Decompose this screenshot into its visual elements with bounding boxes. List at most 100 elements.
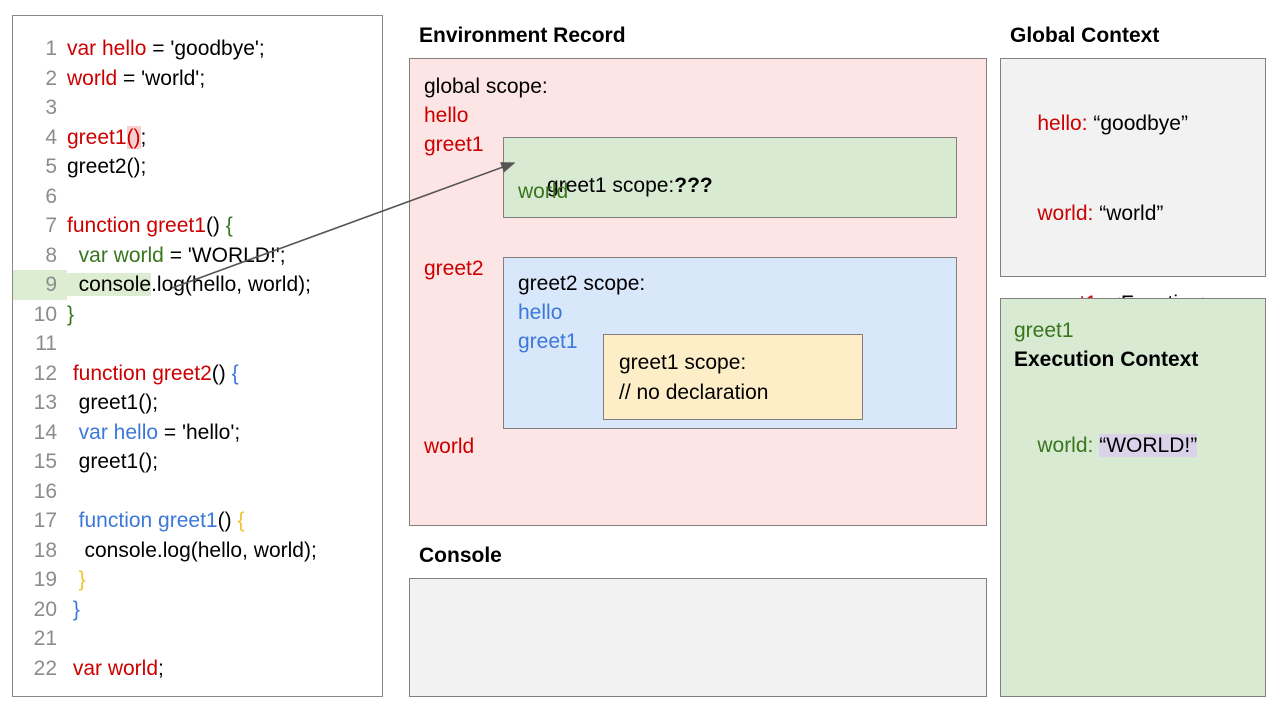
code-line[interactable]: 16	[13, 477, 382, 507]
code-line-number: 9	[13, 270, 67, 300]
code-line-number: 2	[45, 66, 57, 90]
code-line-number: 8	[45, 243, 57, 267]
greet1-scope-title-text: greet1 scope:	[547, 174, 675, 197]
code-line-number: 14	[33, 420, 57, 444]
code-line[interactable]: 1 var hello = 'goodbye';	[13, 34, 382, 64]
code-line-number: 20	[33, 597, 57, 621]
greet1-inner-scope-title: greet1 scope:	[619, 351, 747, 374]
code-line[interactable]: 10}	[13, 300, 382, 330]
code-line-content: var hello = 'hello';	[67, 418, 241, 448]
environment-record-title: Environment Record	[419, 24, 626, 47]
greet1-scope-var-world: world	[518, 180, 569, 203]
global-context-title: Global Context	[1010, 24, 1160, 47]
code-line[interactable]: 5 greet2();	[13, 152, 382, 182]
code-line-list: 1 var hello = 'goodbye'; 2 world = 'world';…	[13, 16, 382, 683]
code-token: {	[231, 361, 239, 385]
code-line-content: greet2();	[67, 152, 146, 182]
code-line-content: console.log(hello, world);	[67, 536, 317, 566]
code-line[interactable]: 19 }	[13, 565, 382, 595]
global-context-value: “world”	[1093, 202, 1164, 225]
code-line-number: 22	[33, 656, 57, 680]
code-token: }	[67, 597, 80, 621]
code-token: = 'world';	[117, 66, 206, 90]
code-line-content: }	[67, 565, 86, 595]
code-line-number: 17	[33, 509, 57, 532]
environment-record-box: global scope: hello greet1 greet2 world …	[409, 58, 987, 526]
greet1-scope-box: greet1 scope:??? world	[503, 137, 957, 218]
code-line[interactable]: 8 var world = 'WORLD!';	[13, 241, 382, 271]
code-token: greet1();	[67, 391, 159, 414]
code-line-content: console.log(hello, world);	[67, 270, 311, 300]
greet1-execution-context-box: greet1 Execution Context world: “WORLD!”	[1000, 298, 1266, 697]
global-context-entry: hello: “goodbye”	[1014, 79, 1265, 169]
code-line-number: 13	[33, 391, 57, 414]
code-token: = 'WORLD!';	[163, 243, 286, 267]
global-context-key: world:	[1037, 202, 1094, 225]
code-line[interactable]: 11	[13, 329, 382, 359]
global-context-value: “goodbye”	[1087, 112, 1188, 135]
code-line-number: 7	[45, 214, 57, 237]
code-token: var hello	[67, 37, 147, 60]
code-line[interactable]: 6	[13, 182, 382, 212]
code-line[interactable]: 21	[13, 624, 382, 654]
code-token: ()	[211, 361, 232, 385]
code-line-content: var hello = 'goodbye';	[67, 34, 265, 64]
code-line-content: function greet2() {	[67, 359, 239, 389]
console-title: Console	[419, 544, 502, 567]
code-line[interactable]: 17 function greet1() {	[13, 506, 382, 536]
code-token: greet2();	[67, 155, 147, 178]
code-line-number: 16	[33, 479, 57, 503]
code-line-content: var world;	[67, 654, 164, 684]
code-line[interactable]: 18 console.log(hello, world);	[13, 536, 382, 566]
code-token: function greet1	[67, 214, 206, 237]
code-line-number: 4	[45, 125, 57, 149]
code-line-content: greet1();	[67, 447, 158, 477]
code-line[interactable]: 14 var hello = 'hello';	[13, 418, 382, 448]
code-token: world	[67, 66, 118, 90]
global-var-hello: hello	[424, 104, 469, 127]
code-line-content: }	[67, 595, 80, 625]
code-token: greet1	[67, 125, 127, 149]
code-line-number: 1	[45, 37, 57, 60]
global-context-box: hello: “goodbye” world: “world” greet1: …	[1000, 58, 1266, 315]
code-line-content: var world = 'WORLD!';	[67, 241, 286, 271]
code-token: greet1();	[67, 450, 159, 473]
global-context-entry: world: “world”	[1014, 169, 1265, 259]
code-line-number: 19	[33, 568, 57, 591]
code-token: function greet2	[67, 361, 212, 385]
code-line[interactable]: 15 greet1();	[13, 447, 382, 477]
greet2-scope-var-greet1: greet1	[518, 330, 578, 353]
code-editor-panel[interactable]: 1 var hello = 'goodbye'; 2 world = 'world';…	[12, 15, 383, 697]
global-var-greet1: greet1	[424, 133, 484, 156]
code-line[interactable]: 12 function greet2() {	[13, 359, 382, 389]
greet1-scope-title: greet1 scope:???	[512, 150, 713, 222]
code-token: var world	[67, 243, 164, 267]
greet2-scope-var-hello: hello	[518, 301, 563, 324]
execution-context-variable-row: world: “WORLD!”	[1014, 404, 1265, 488]
code-line-content: }	[67, 300, 74, 330]
code-line[interactable]: 2 world = 'world';	[13, 64, 382, 94]
code-line[interactable]: 22 var world;	[13, 654, 382, 684]
code-line[interactable]: 13 greet1();	[13, 388, 382, 418]
code-token: ;	[158, 656, 164, 680]
global-context-key: hello:	[1037, 112, 1088, 135]
greet2-scope-title: greet2 scope:	[518, 272, 646, 295]
greet1-inner-scope-note: // no declaration	[619, 381, 769, 404]
code-line[interactable]: 20 }	[13, 595, 382, 625]
code-line-number: 5	[45, 155, 57, 178]
code-line-number: 3	[45, 96, 57, 119]
execution-context-variable-value: “WORLD!”	[1099, 434, 1198, 457]
code-line-number: 10	[33, 302, 57, 326]
code-token: function greet1	[67, 509, 218, 532]
execution-context-heading: Execution Context	[1014, 348, 1199, 371]
console-output-box[interactable]	[409, 578, 987, 697]
code-token: }	[67, 568, 86, 591]
code-line[interactable]: 9 console.log(hello, world);	[13, 270, 382, 300]
code-token: .log(hello, world);	[151, 273, 311, 296]
code-line[interactable]: 3	[13, 93, 382, 123]
code-token: console	[67, 273, 152, 296]
code-line-number: 15	[33, 450, 57, 473]
code-line-number: 6	[45, 184, 57, 208]
